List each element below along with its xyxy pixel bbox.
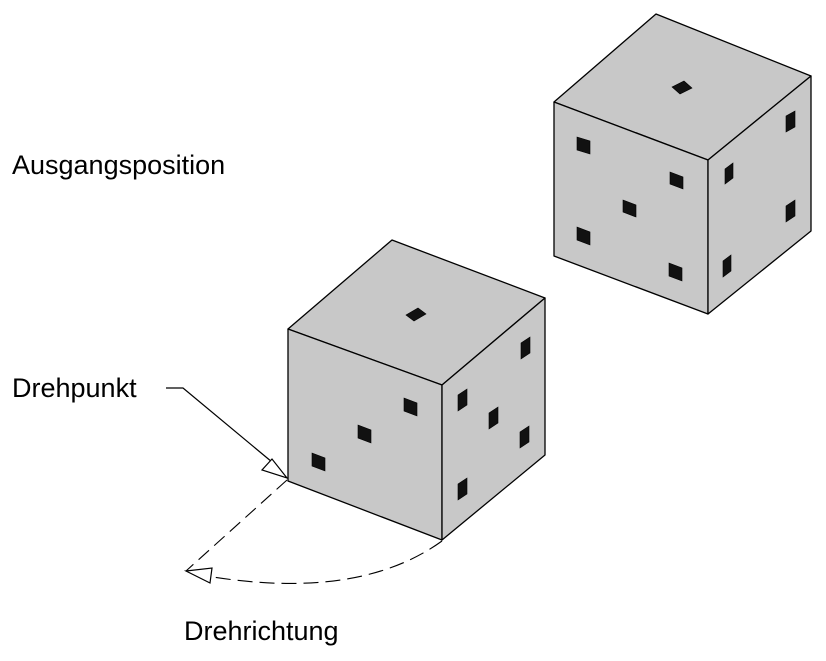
start-cube-side-pip <box>722 254 732 278</box>
rotation-direction-arc <box>183 479 443 584</box>
rotating-cube-side-pip <box>457 477 468 501</box>
start-cube-top-pip <box>671 80 693 95</box>
rotating-cube-side-pip <box>520 336 531 360</box>
start-cube-front-pip <box>669 171 684 190</box>
rotating-cube-side-pip <box>488 406 499 430</box>
start-cube-front-pip <box>668 262 683 282</box>
start-cube-side-face <box>707 75 812 315</box>
rotating-cube-side-pip <box>519 425 530 449</box>
start-cube-side-pip <box>724 162 734 185</box>
start-cube-side-pip <box>785 199 796 223</box>
pivot-leader <box>166 387 289 480</box>
rotating-cube-front-pip <box>311 452 326 472</box>
pivot-leader-line <box>166 387 273 463</box>
start-cube-front-pip <box>622 199 637 218</box>
start-cube-front-pip <box>576 136 591 155</box>
rotating-cube <box>287 239 546 541</box>
rotating-cube-front-pip <box>357 424 372 444</box>
start-position-cube <box>553 13 812 315</box>
start-cube-side-pip <box>785 110 796 133</box>
rotation-arrowhead <box>183 567 213 584</box>
rotation-direction-label: Drehrichtung <box>184 616 339 646</box>
pivot-arrowhead <box>260 458 289 480</box>
pivot-point-label: Drehpunkt <box>12 373 137 403</box>
rotation-dashed-curve <box>212 540 443 584</box>
start-position-label: Ausgangsposition <box>12 150 226 180</box>
start-cube-front-pip <box>576 226 591 246</box>
rotating-cube-front-pip <box>403 397 418 417</box>
rotation-dashed-radius <box>185 479 288 572</box>
rotating-cube-top-pip <box>405 307 427 322</box>
rotating-cube-side-pip <box>457 388 468 412</box>
